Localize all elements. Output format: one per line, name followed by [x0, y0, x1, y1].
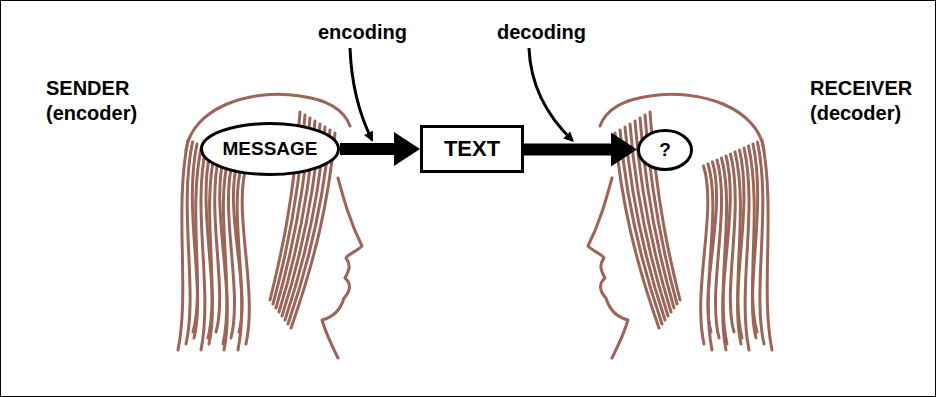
- process-label: decoding: [497, 20, 586, 45]
- hair-strand: [242, 166, 249, 344]
- role-label: SENDER (encoder): [46, 76, 166, 126]
- ellipse-shape: [202, 124, 339, 175]
- arrow-head: [611, 133, 637, 167]
- hair-strand: [186, 142, 193, 344]
- arrow-shaft: [340, 143, 396, 155]
- hair-strand: [193, 146, 202, 332]
- role-label: RECEIVER (decoder): [810, 76, 932, 126]
- leader-line: [350, 48, 372, 140]
- node-text: MESSAGE: [222, 138, 317, 160]
- head-profile: [178, 94, 362, 358]
- node-text: ?: [659, 139, 671, 161]
- face-profile: [322, 178, 362, 358]
- process-label: encoding: [318, 20, 407, 45]
- thought-ellipse: MESSAGE: [200, 122, 340, 176]
- hair-strand: [178, 140, 188, 350]
- arrow-shaft: [524, 144, 613, 156]
- flow-arrow: [340, 132, 420, 166]
- arrow-head: [394, 132, 420, 166]
- ellipse-shape: [639, 131, 692, 170]
- hair-strand: [208, 152, 215, 338]
- leader-line: [529, 48, 573, 141]
- node-text: TEXT: [444, 136, 500, 162]
- thought-ellipse: ?: [637, 129, 693, 171]
- text-box: TEXT: [420, 125, 524, 173]
- head-profile-mirrored: [588, 94, 772, 358]
- head-copy: [588, 94, 772, 358]
- flow-arrow: [524, 133, 637, 167]
